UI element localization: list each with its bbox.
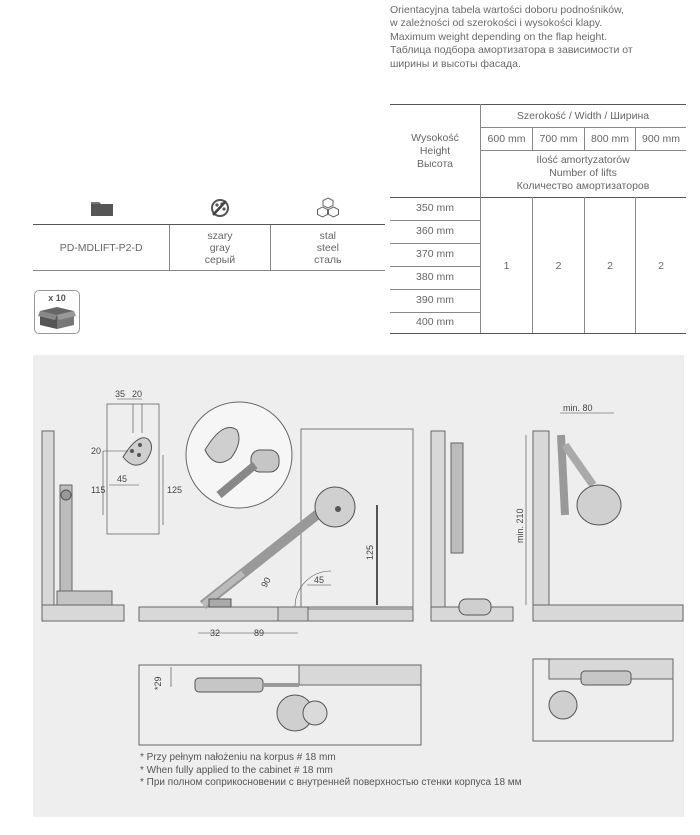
side-view-1 — [41, 430, 125, 622]
description-line: ширины и высоты фасада. — [390, 57, 521, 70]
notes: * Przy pełnym nałożeniu na korpus # 18 m… — [140, 752, 522, 790]
dim-min-80: min. 80 — [563, 403, 593, 413]
height-row: 380 mm — [416, 271, 454, 283]
height-row: 350 mm — [416, 202, 454, 214]
folder-icon — [33, 199, 170, 222]
description-line: w zależności od szerokości i wysokości k… — [390, 17, 603, 30]
dim-29: *29 — [153, 676, 163, 690]
note-ru: * При полном соприкосновении с внутренне… — [140, 777, 522, 788]
top-view: *29 — [138, 664, 422, 746]
height-header-ru: Высота — [416, 158, 454, 170]
dim-45a: 45 — [117, 474, 127, 484]
height-row: 390 mm — [416, 294, 454, 306]
note-en: * When fully applied to the cabinet # 18… — [140, 764, 333, 776]
lift-table: Szerokość / Width / Ширина Wysokość Heig… — [390, 104, 686, 334]
main-assembly-view: 90 45 125 32 89 — [138, 428, 414, 638]
palette-icon — [170, 197, 270, 224]
description-line: Orientacyjna tabela wartości doboru podn… — [390, 4, 625, 16]
detail-circle — [185, 401, 293, 509]
count-900: 2 — [658, 260, 664, 272]
dim-32: 32 — [210, 628, 220, 638]
height-header-en: Height — [419, 145, 451, 157]
color-ru: серый — [204, 253, 236, 266]
description-line: Таблица подбора амортизатора в зависимос… — [390, 44, 633, 57]
dim-125b: 125 — [365, 545, 375, 560]
count-800: 2 — [607, 260, 613, 272]
drawing-svg: 35 20 20 115 45 125 — [41, 389, 684, 746]
width-700: 700 mm — [539, 133, 578, 145]
width-600: 600 mm — [487, 133, 526, 145]
color-pl: szary — [207, 229, 233, 242]
dim-89: 89 — [254, 628, 264, 638]
technical-drawing: 35 20 20 115 45 125 — [33, 355, 684, 817]
dim-min-210: min. 210 — [515, 508, 525, 543]
count-header-en: Number of lifts — [549, 167, 617, 179]
cubes-icon — [270, 196, 385, 224]
description: Orientacyjna tabela wartości doboru podn… — [390, 4, 633, 71]
dim-45b: 45 — [314, 575, 324, 585]
width-header: Szerokość / Width / Ширина — [516, 110, 650, 122]
height-header-pl: Wysokość — [411, 132, 459, 144]
count-header-ru: Количество амортизаторов — [516, 180, 650, 192]
count-700: 2 — [555, 260, 562, 272]
front-section-view — [430, 430, 514, 622]
dim-20a: 20 — [132, 389, 142, 399]
height-row: 370 mm — [416, 248, 454, 260]
dim-35: 35 — [115, 389, 125, 399]
description-line: Maximum weight depending on the flap hei… — [390, 30, 608, 43]
bottom-right-detail — [532, 658, 674, 742]
material-en: steel — [316, 241, 339, 254]
material-ru: сталь — [314, 253, 342, 266]
count-header: Ilość amortyzatorów Number of lifts Коли… — [480, 154, 686, 193]
count-header-pl: Ilość amortyzatorów — [536, 154, 630, 166]
plate-template-view: 35 20 20 115 45 125 — [91, 389, 182, 535]
color-en: gray — [209, 241, 231, 254]
note-pl: * Przy pełnym nałożeniu na korpus # 18 m… — [140, 752, 336, 763]
package-icon: x 10 — [34, 290, 80, 334]
dim-20b: 20 — [91, 446, 101, 456]
right-side-view: min. 80 min. 210 — [515, 403, 684, 622]
product-code: PD-MDLIFT-P2-D — [59, 241, 143, 254]
count-600: 1 — [503, 260, 510, 272]
height-row: 400 mm — [416, 316, 454, 328]
material-pl: stal — [319, 229, 336, 242]
package-count: x 10 — [48, 293, 66, 303]
height-header: Wysokość Height Высота — [390, 132, 480, 171]
dim-125a: 125 — [167, 485, 182, 495]
dim-90: 90 — [259, 576, 273, 590]
product-table: PD-MDLIFT-P2-D szary gray серый stal ste… — [33, 196, 385, 271]
width-800: 800 mm — [591, 133, 629, 145]
width-900: 900 mm — [642, 133, 680, 145]
dim-115: 115 — [91, 485, 105, 495]
height-row: 360 mm — [416, 225, 454, 237]
